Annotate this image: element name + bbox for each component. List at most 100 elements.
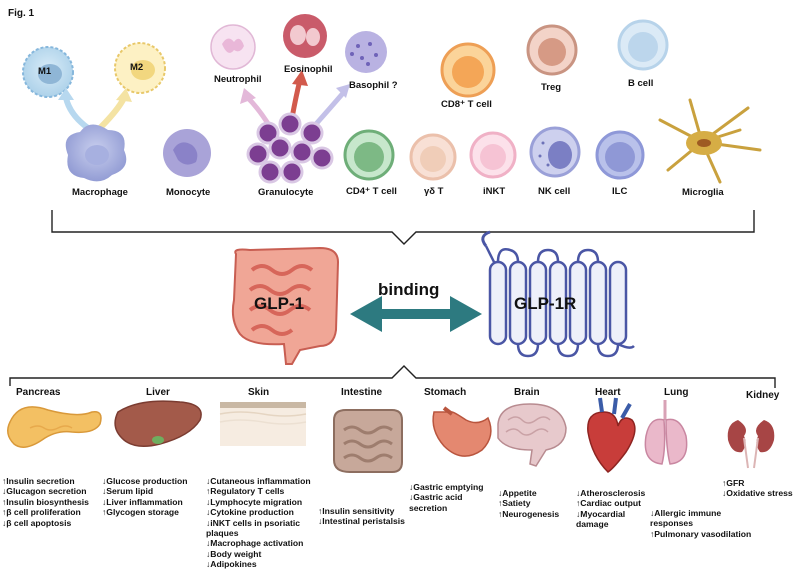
eosinophil-label: Eosinophil bbox=[284, 64, 333, 75]
arrow-to-neutrophil-head bbox=[240, 88, 256, 104]
skin-icon bbox=[219, 402, 307, 446]
liver-icon bbox=[114, 400, 202, 447]
glp1-intestine-icon bbox=[231, 246, 340, 365]
arrow-to-basophil-head bbox=[336, 84, 350, 98]
effect-line: ↑Regulatory T cells bbox=[206, 486, 285, 497]
eosinophil-icon bbox=[283, 14, 327, 58]
upper-bracket bbox=[51, 210, 755, 245]
effect-line: ↑β cell proliferation bbox=[2, 507, 81, 518]
effect-line: ↓Glucose production bbox=[102, 476, 188, 486]
arrow-to-eosinophil-head bbox=[292, 70, 308, 86]
cd4-t-cell-label: CD4⁺ T cell bbox=[346, 186, 397, 197]
arrow-to-m1 bbox=[63, 97, 90, 131]
granulocyte-label: Granulocyte bbox=[258, 187, 314, 198]
effect-line: ↓iNKT cells in psoriatic bbox=[206, 517, 301, 528]
cd8-t-cell-icon bbox=[440, 42, 496, 98]
lower-bracket bbox=[9, 365, 776, 388]
kidney-icon bbox=[727, 420, 775, 469]
brain-title: Brain bbox=[514, 387, 540, 398]
monocyte-label: Monocyte bbox=[166, 187, 211, 198]
basophil-label: Basophil ? bbox=[349, 80, 398, 91]
effect-line: ↓Adipokines bbox=[206, 559, 257, 570]
effect-line: damage bbox=[576, 519, 609, 530]
monocyte-icon bbox=[163, 129, 211, 177]
heart-title: Heart bbox=[595, 387, 621, 398]
neutrophil-icon bbox=[210, 24, 256, 70]
treg-label: Treg bbox=[541, 82, 562, 93]
intestine-title: Intestine bbox=[341, 387, 383, 398]
effect-line: ↓Intestinal peristalsis bbox=[318, 516, 405, 527]
effect-line: secretion bbox=[409, 502, 448, 513]
effect-line: ↓Allergic immune bbox=[650, 508, 722, 518]
microglia-icon bbox=[658, 98, 762, 184]
effect-line: responses bbox=[650, 518, 693, 529]
neutrophil-label: Neutrophil bbox=[214, 74, 262, 85]
pancreas-icon bbox=[7, 406, 102, 448]
arrow-to-eosinophil bbox=[289, 79, 303, 119]
arrow-to-m2-head bbox=[116, 88, 132, 102]
microglia-label: Microglia bbox=[682, 187, 724, 198]
ilc-icon bbox=[595, 130, 645, 180]
nk-cell-label: NK cell bbox=[538, 186, 571, 197]
arrow-to-m1-head bbox=[58, 88, 74, 100]
effect-line: ↑Insulin secretion bbox=[2, 476, 75, 486]
effect-line: ↓Macrophage activation bbox=[206, 538, 304, 549]
effect-line: ↓Cutaneous inflammation bbox=[206, 476, 311, 486]
heart-icon bbox=[587, 397, 636, 473]
skin-title: Skin bbox=[248, 387, 270, 398]
intestine-effects: ↑Insulin sensitivity↓Intestinal peristal… bbox=[318, 506, 405, 527]
arrow-to-m2 bbox=[97, 96, 127, 131]
m2-macrophage-icon bbox=[114, 42, 166, 94]
glp1-label: GLP-1 bbox=[254, 294, 305, 313]
effect-line: ↓Serum lipid bbox=[102, 486, 154, 497]
effect-line: ↓Oxidative stress bbox=[722, 488, 793, 499]
effect-line: ↑Cardiac output bbox=[576, 498, 641, 509]
macrophage-label: Macrophage bbox=[72, 187, 128, 198]
gamma-delta-t-cell-icon bbox=[409, 133, 457, 181]
effect-line: ↓Cytokine production bbox=[206, 507, 294, 518]
inkt-cell-icon bbox=[469, 131, 517, 179]
treg-icon bbox=[526, 24, 578, 76]
nk-cell-icon bbox=[529, 126, 581, 178]
effect-line: ↓Appetite bbox=[498, 488, 537, 498]
glp1r-label: GLP-1R bbox=[514, 294, 577, 313]
stomach-effects: ↓Gastric emptying↓Gastric acid secretion bbox=[409, 482, 484, 513]
effect-line: ↑Satiety bbox=[498, 498, 531, 509]
effect-line: ↓β cell apoptosis bbox=[2, 517, 72, 528]
granulocyte-icon bbox=[246, 112, 334, 184]
pancreas-effects: ↑Insulin secretion↓Glucagon secretion↑In… bbox=[2, 476, 89, 528]
effect-line: ↓Gastric acid bbox=[409, 492, 463, 503]
macrophage-icon bbox=[65, 124, 127, 182]
effect-line: ↓Glucagon secretion bbox=[2, 486, 87, 497]
inkt-label: iNKT bbox=[483, 186, 506, 197]
pancreas-title: Pancreas bbox=[16, 387, 61, 398]
lung-effects: ↓Allergic immune responses↑Pulmonary vas… bbox=[650, 508, 751, 539]
effect-line: ↑GFR bbox=[722, 478, 745, 488]
lung-icon bbox=[644, 400, 688, 465]
m1-macrophage-icon bbox=[22, 46, 74, 98]
kidney-title: Kidney bbox=[746, 390, 780, 401]
effect-line: ↓Myocardial bbox=[576, 508, 626, 519]
brain-icon bbox=[497, 403, 567, 467]
liver-effects: ↓Glucose production↓Serum lipid↓Liver in… bbox=[102, 476, 187, 518]
m2-label: M2 bbox=[130, 62, 144, 73]
kidney-effects: ↑GFR↓Oxidative stress bbox=[722, 478, 793, 499]
effect-line: ↓Atherosclerosis bbox=[576, 488, 646, 498]
arrow-to-basophil bbox=[314, 90, 346, 126]
effect-line: ↑Glycogen storage bbox=[102, 507, 179, 518]
glp1r-receptor-icon bbox=[481, 230, 635, 358]
stomach-title: Stomach bbox=[424, 387, 467, 398]
effect-line: ↓Gastric emptying bbox=[409, 482, 484, 492]
cd4-t-cell-icon bbox=[343, 129, 395, 181]
effect-line: ↑Pulmonary vasodilation bbox=[650, 528, 752, 539]
effect-line: ↓Lymphocyte migration bbox=[206, 496, 303, 507]
liver-title: Liver bbox=[146, 387, 170, 398]
lung-title: Lung bbox=[664, 387, 689, 398]
effect-line: plaques bbox=[206, 528, 239, 539]
effect-line: ↓Body weight bbox=[206, 548, 262, 559]
basophil-icon bbox=[345, 31, 387, 73]
b-cell-label: B cell bbox=[628, 78, 654, 89]
effect-line: ↑Insulin sensitivity bbox=[318, 506, 395, 516]
binding-double-arrow bbox=[350, 296, 482, 332]
